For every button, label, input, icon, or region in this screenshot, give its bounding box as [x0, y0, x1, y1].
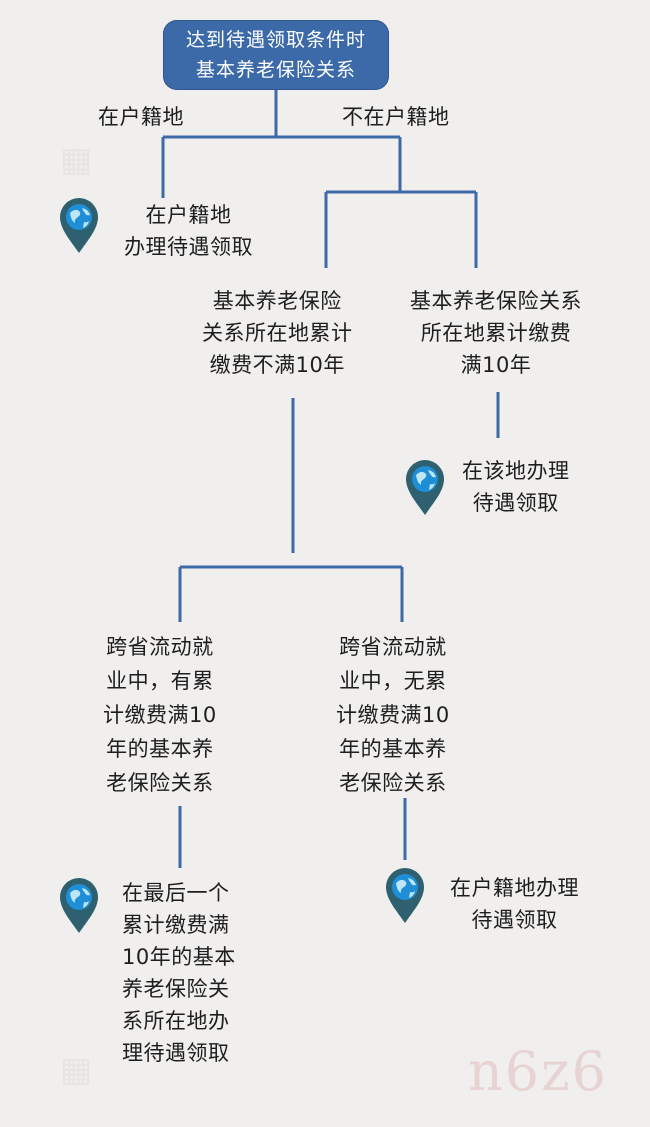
node-last-place-handle-line-1: 在最后一个	[122, 881, 230, 905]
node-less-than-10-line-1: 基本养老保险	[212, 289, 342, 313]
node-last-place-handle: 在最后一个 累计缴费满 10年的基本 养老保险关 系所在地办 理待遇领取	[122, 877, 236, 1069]
node-hukou-handle-2: 在户籍地办理 待遇领取	[450, 872, 579, 936]
location-pin-icon	[60, 878, 98, 933]
root-line-2: 基本养老保险关系	[195, 59, 356, 81]
node-less-than-10-line-2: 关系所在地累计	[202, 321, 353, 345]
root-line-1: 达到待遇领取条件时	[185, 29, 366, 51]
node-last-place-handle-line-5: 系所在地办	[122, 1009, 230, 1033]
node-hukou-handle-line-2: 办理待遇领取	[124, 235, 253, 259]
node-cross-with-10-line-4: 年的基本养	[106, 737, 214, 761]
watermark-text: n6z6	[468, 1040, 608, 1103]
location-pin-icon	[406, 460, 444, 515]
node-hukou-handle: 在户籍地 办理待遇领取	[124, 199, 253, 263]
node-cross-without-10-line-2: 业中，无累	[339, 669, 447, 693]
node-full-10-line-2: 所在地累计缴费	[420, 321, 572, 345]
node-full-10-line-1: 基本养老保险关系	[410, 289, 582, 313]
node-last-place-handle-line-4: 养老保险关	[122, 977, 230, 1001]
watermark-logo-bottom: ▦	[60, 1050, 96, 1090]
node-cross-without-10-line-4: 年的基本养	[339, 737, 447, 761]
node-less-than-10-line-3: 缴费不满10年	[209, 353, 345, 377]
node-local-handle-line-2: 待遇领取	[472, 491, 559, 515]
node-cross-with-10: 跨省流动就 业中，有累 计缴费满10 年的基本养 老保险关系	[103, 630, 217, 800]
node-local-handle-line-1: 在该地办理	[462, 459, 570, 483]
node-cross-without-10-line-1: 跨省流动就	[339, 635, 447, 659]
node-last-place-handle-line-2: 累计缴费满	[122, 913, 230, 937]
watermark-logo-top: ▦	[60, 140, 96, 180]
node-cross-without-10-line-3: 计缴费满10	[336, 703, 450, 727]
location-pin-icon	[60, 198, 98, 253]
root-node: 达到待遇领取条件时 基本养老保险关系	[163, 20, 389, 90]
node-cross-without-10: 跨省流动就 业中，无累 计缴费满10 年的基本养 老保险关系	[336, 630, 450, 800]
node-less-than-10: 基本养老保险 关系所在地累计 缴费不满10年	[202, 285, 353, 381]
node-hukou-handle-line-1: 在户籍地	[145, 203, 232, 227]
node-full-10: 基本养老保险关系 所在地累计缴费 满10年	[410, 285, 582, 381]
location-pin-icon	[386, 868, 424, 923]
node-local-handle: 在该地办理 待遇领取	[462, 455, 570, 519]
node-cross-without-10-line-5: 老保险关系	[339, 771, 447, 795]
node-cross-with-10-line-1: 跨省流动就	[106, 635, 214, 659]
node-hukou-handle-2-line-2: 待遇领取	[471, 908, 558, 932]
node-cross-with-10-line-2: 业中，有累	[106, 669, 214, 693]
branch-label-in-hukou: 在户籍地	[98, 105, 184, 129]
node-cross-with-10-line-3: 计缴费满10	[103, 703, 217, 727]
node-full-10-line-3: 满10年	[460, 353, 532, 377]
node-hukou-handle-2-line-1: 在户籍地办理	[450, 876, 579, 900]
node-last-place-handle-line-6: 理待遇领取	[122, 1041, 230, 1065]
node-last-place-handle-line-3: 10年的基本	[122, 945, 236, 969]
branch-label-not-in-hukou: 不在户籍地	[342, 105, 450, 129]
node-cross-with-10-line-5: 老保险关系	[106, 771, 214, 795]
